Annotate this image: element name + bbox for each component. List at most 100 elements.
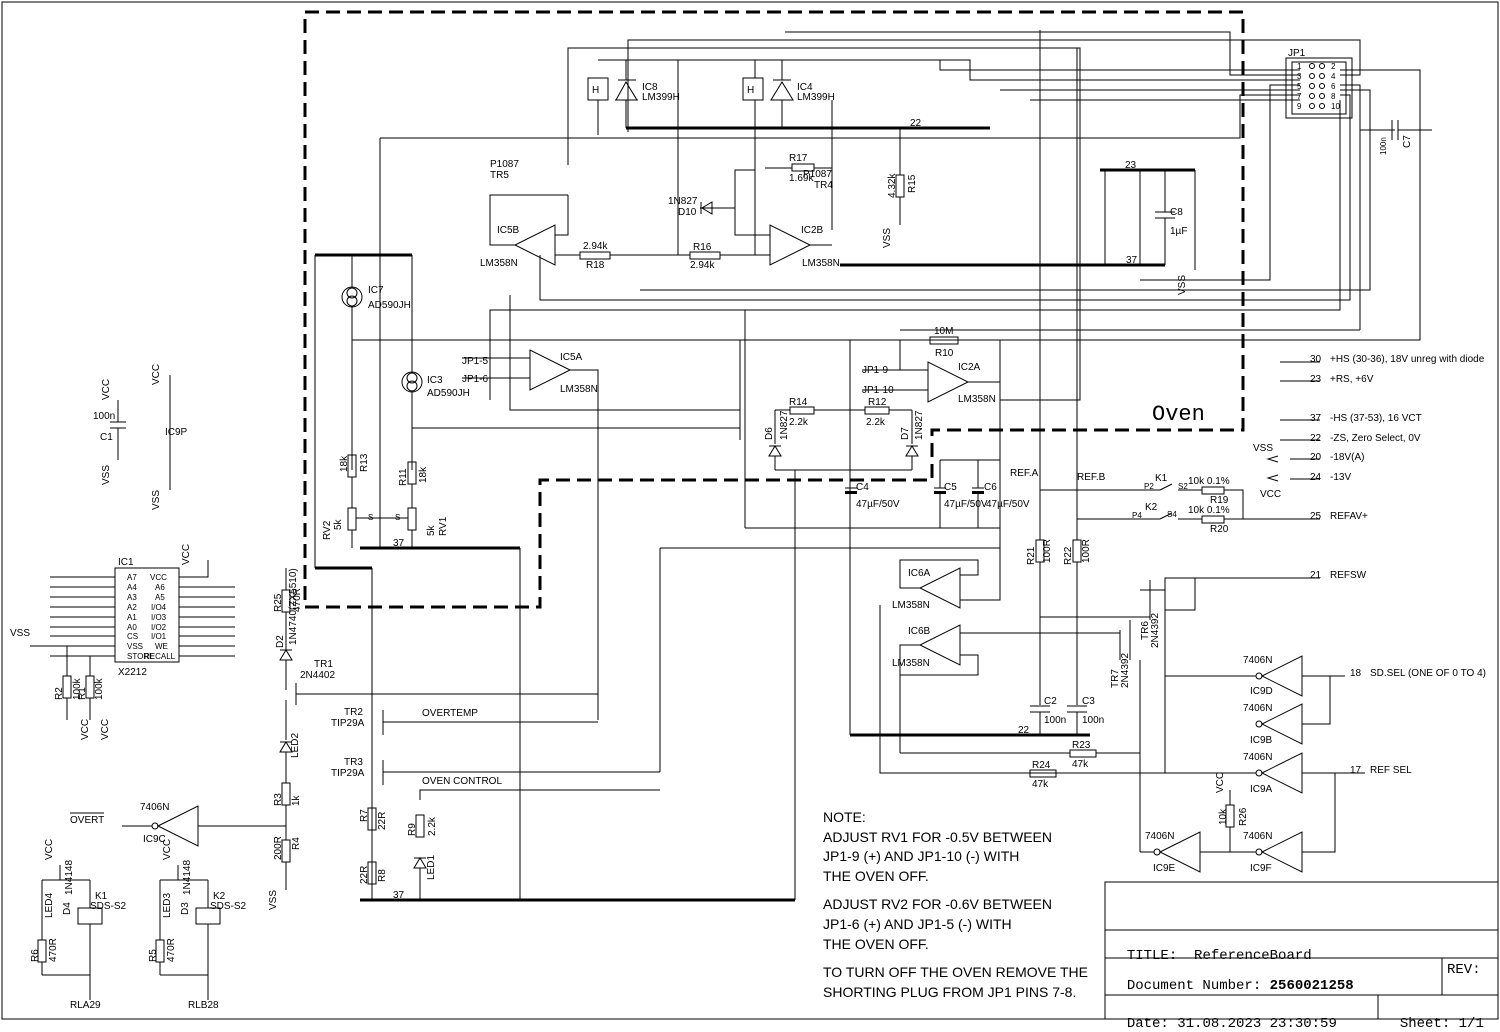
vss-label: VSS <box>1253 443 1273 454</box>
d10-value: 1N827 <box>668 196 698 207</box>
design-notes: NOTE: ADJUST RV1 FOR -0.5V BETWEEN JP1-9… <box>823 808 1088 1002</box>
tr5-ref: TR5 <box>490 170 509 181</box>
r7-value: 22R <box>377 812 388 830</box>
vss-label: VSS <box>1177 275 1188 295</box>
sheet-row: Sheet: 1/1 <box>1383 1000 1484 1032</box>
svg-text:H: H <box>747 85 754 96</box>
vss-label: VSS <box>882 228 893 248</box>
net-name: REF SEL <box>1370 765 1412 776</box>
tr7-value: 2N4392 <box>1120 653 1131 688</box>
c5-ref: C5 <box>944 482 957 493</box>
zener-d2: D2 1N4740(ZX5510) <box>275 568 299 690</box>
r8-value: 22R <box>359 866 370 884</box>
vcc-label: VCC <box>181 544 192 565</box>
r22-value: 100R <box>1081 539 1092 563</box>
net-num: 21 <box>1310 570 1322 581</box>
c7-value: 100n <box>1379 137 1388 155</box>
capacitor-c2: C2 100n <box>1030 696 1066 735</box>
date-label: Date: <box>1126 1016 1169 1032</box>
led2: LED2 <box>279 733 301 783</box>
ic9f-value: 7406N <box>1243 831 1272 842</box>
r12-ref: R12 <box>868 397 887 408</box>
diode-d6: D6 1N827 <box>764 410 790 470</box>
c2-ref: C2 <box>1044 696 1057 707</box>
c8-ref: C8 <box>1170 207 1183 218</box>
net-label: 37 <box>1126 255 1138 266</box>
rv1-value: 5k <box>426 524 437 536</box>
ic6a-value: LM358N <box>892 600 930 611</box>
r26-ref: R26 <box>1238 807 1249 826</box>
tr1-ref: TR1 <box>314 659 333 670</box>
ic4-ref: IC4 <box>797 82 813 93</box>
jp1-pin: 3 <box>1297 72 1302 81</box>
c1-value: 100n <box>93 411 115 422</box>
ic5b-ref: IC5B <box>497 225 520 236</box>
ic1-pin: A5 <box>155 593 165 602</box>
r25-value: 470R <box>292 588 303 612</box>
ic9b-ref: IC9B <box>1250 735 1273 746</box>
opamp-ic2a: JP1-9 JP1-10 IC2A LM358N <box>862 361 1001 550</box>
ic8-ref: IC8 <box>642 82 658 93</box>
ic9p-power: VCC IC9P VSS <box>151 364 188 510</box>
ic1-pin: I/O2 <box>151 623 167 632</box>
c3-ref: C3 <box>1082 696 1095 707</box>
ic2b-value: LM358N <box>802 258 840 269</box>
led2-ref: LED2 <box>290 733 301 758</box>
capacitor-c5: C5 47µF/50V <box>934 460 988 528</box>
vss-label: VSS <box>268 890 279 910</box>
capacitor-c1: 100n C1 VCC VSS <box>93 379 126 485</box>
vcc-label: VCC <box>80 719 91 740</box>
title-block <box>1104 881 1499 1020</box>
oven-boundary <box>303 10 1245 609</box>
c8-value: 1µF <box>1170 226 1187 237</box>
r9-ref: R9 <box>407 823 418 836</box>
r16-value: 2.94k <box>690 260 715 271</box>
net-name: REFAV+ <box>1330 511 1368 522</box>
pot-rv1: S RV1 5k <box>395 507 449 536</box>
resistor-r13: 18k R13 <box>339 453 370 508</box>
opamp-ic6b: IC6B LM358N <box>892 624 1121 676</box>
tr6-value: 2N4392 <box>1150 613 1161 648</box>
jp1-connector: JP1 1 3 5 7 9 2 4 6 8 10 <box>1285 48 1353 119</box>
tr3-ref: TR3 <box>344 757 363 768</box>
net-num: 20 <box>1310 452 1322 463</box>
led3-ref: LED3 <box>162 893 173 918</box>
r24-ref: R24 <box>1032 760 1051 771</box>
sensor-ic7: IC7 AD590JH <box>341 255 411 470</box>
r1-value: 100k <box>94 677 105 700</box>
net-num: 22 <box>1310 433 1322 444</box>
r21-value: 100R <box>1042 539 1053 563</box>
resistor-r3: R3 1k <box>273 782 302 840</box>
opamp-ic5b: IC5B LM358N <box>480 194 580 269</box>
ic2b-ref: IC2B <box>801 225 824 236</box>
r6-ref: R6 <box>30 949 41 962</box>
svg-text:JP1-10: JP1-10 <box>862 385 894 396</box>
k2-coil-ref: K2 <box>213 891 226 902</box>
k1-coil-ref: K1 <box>95 891 108 902</box>
d7-value: 1N827 <box>914 410 925 440</box>
ic1-pin: I/O3 <box>151 613 167 622</box>
jp1-pin: 8 <box>1331 92 1336 101</box>
net-num: 24 <box>1310 472 1322 483</box>
opamp-ic5a: JP1-5 JP1-6 IC5A LM358N <box>462 349 599 720</box>
k2-ref: K2 <box>1145 502 1158 513</box>
c5-value: 47µF/50V <box>944 499 988 510</box>
overtemp-label: OVERTEMP <box>422 708 478 719</box>
note-heading: NOTE: <box>823 809 866 825</box>
resistor-r18: 2.94k R18 <box>579 241 680 271</box>
net-name: +RS, +6V <box>1330 374 1374 385</box>
r11-value: 18k <box>418 466 429 483</box>
relay-k1-coil: VCC K1 SDS-S2 R6 470R LED4 D4 1N4148 RLA… <box>30 839 127 1011</box>
r9-value: 2.2k <box>427 816 438 836</box>
ic3-ref: IC3 <box>427 375 443 386</box>
resistor-r8: 22R R8 <box>359 861 388 885</box>
k1-coil-value: SDS-S2 <box>90 901 127 912</box>
resistor-r15: 4.32k R15 VSS <box>882 128 918 248</box>
vcc-label: VCC <box>151 364 162 385</box>
r20-value: 10k 0.1% <box>1188 505 1230 516</box>
ic6b-value: LM358N <box>892 658 930 669</box>
svg-text:S4: S4 <box>1167 510 1177 519</box>
ic1-pin: A0 <box>127 623 137 632</box>
date-row: Date: 31.08.2023 23:30:59 <box>1110 1000 1337 1032</box>
